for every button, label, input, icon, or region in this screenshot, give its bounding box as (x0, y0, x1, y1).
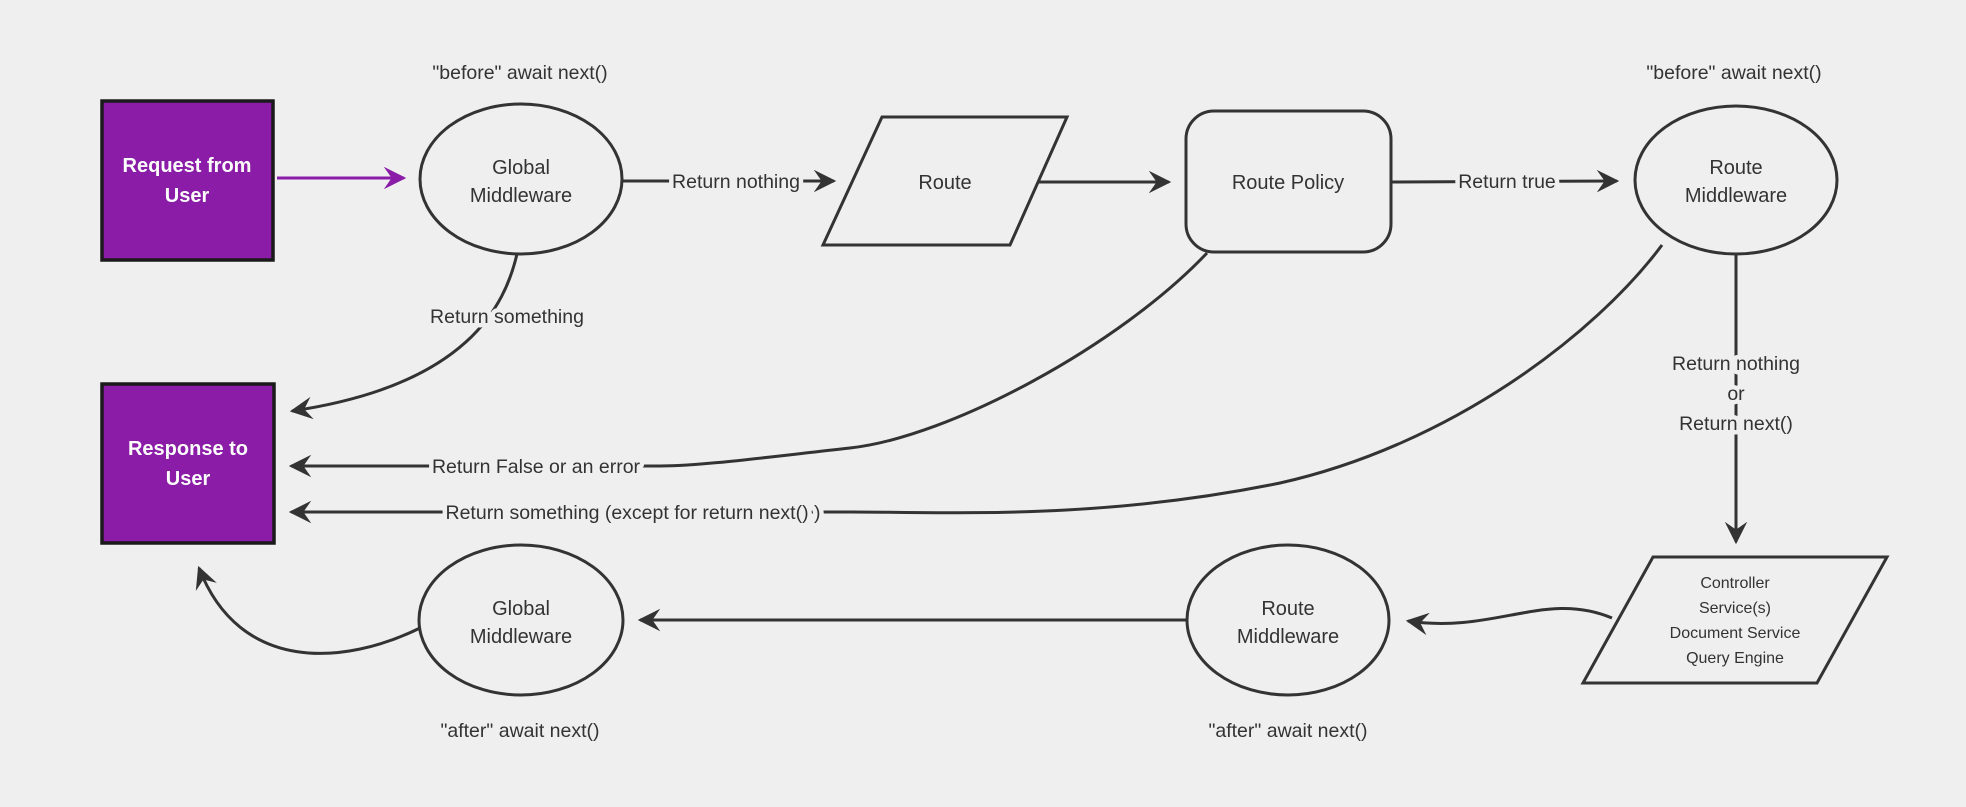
edge-label-return-true: Return true (1458, 171, 1556, 193)
node-route-middleware-bottom: Route Middleware "after" await next() (1185, 543, 1391, 747)
node-global-middleware-top: Global Middleware "before" await next() (418, 58, 624, 256)
route-middleware-top-label-line2: Middleware (1685, 185, 1787, 207)
edge-route-policy-to-route-middleware: Return true (1390, 167, 1620, 198)
label-before-await-next-route: "before" await next() (1646, 62, 1821, 84)
response-to-user-label-line1: Response to (128, 438, 248, 460)
edge-global-middleware-bottom-to-response (195, 565, 421, 655)
route-middleware-bottom-label-line2: Middleware (1237, 626, 1339, 648)
node-controller-stack: Controller Service(s) Document Service Q… (1580, 555, 1890, 685)
global-middleware-top-label-line1: Global (492, 157, 550, 179)
node-response-to-user: Response to User (100, 382, 276, 545)
edge-label-return-something-except: Return something (except for return next… (446, 502, 821, 524)
label-before-await-next-global: "before" await next() (432, 62, 607, 84)
controller-stack-line4: Query Engine (1686, 650, 1784, 667)
edge-label-return-nothing-or-1: Return nothing (1672, 353, 1800, 375)
edge-label-return-nothing-or-2: or (1727, 383, 1745, 405)
edge-global-middleware-to-response: Return something (289, 253, 588, 420)
global-middleware-top-label-line2: Middleware (470, 185, 572, 207)
node-route-policy: Route Policy (1184, 109, 1393, 254)
node-route-middleware-top: Route Middleware "before" await next() (1633, 58, 1839, 256)
edge-controller-to-route-middleware-bottom (1405, 606, 1613, 636)
edge-route-middleware-to-controller: Return nothing or Return next() (1668, 254, 1804, 545)
request-from-user-label-line1: Request from (123, 155, 252, 177)
edge-label-return-nothing-or-3: Return next() (1679, 413, 1793, 435)
edge-route-policy-to-response: Return False or an error (288, 251, 1209, 483)
route-middleware-bottom-label-line1: Route (1261, 598, 1314, 620)
global-middleware-bottom-label-line1: Global (492, 598, 550, 620)
edge-label-return-nothing: Return nothing (672, 171, 800, 193)
edge-label-return-something: Return something (430, 306, 584, 328)
edge-route-middleware-to-response: Return something (except for return next… (288, 244, 1664, 529)
edge-global-middleware-to-route: Return nothing (622, 167, 837, 198)
node-request-from-user: Request from User (100, 99, 275, 262)
response-to-user-label-line2: User (166, 468, 211, 490)
global-middleware-bottom-label-line2: Middleware (470, 626, 572, 648)
node-route: Route (820, 115, 1070, 247)
route-middleware-top-label-line1: Route (1709, 157, 1762, 179)
route-policy-label: Route Policy (1232, 172, 1344, 194)
label-after-await-next-global: "after" await next() (440, 720, 599, 742)
route-label: Route (918, 172, 971, 194)
node-global-middleware-bottom: Global Middleware "after" await next() (417, 543, 625, 747)
edge-label-return-false: Return False or an error (432, 456, 641, 478)
controller-stack-line3: Document Service (1670, 625, 1801, 642)
request-from-user-label-line2: User (165, 185, 210, 207)
label-after-await-next-route: "after" await next() (1208, 720, 1367, 742)
controller-stack-line1: Controller (1700, 575, 1770, 592)
controller-stack-line2: Service(s) (1699, 600, 1771, 617)
